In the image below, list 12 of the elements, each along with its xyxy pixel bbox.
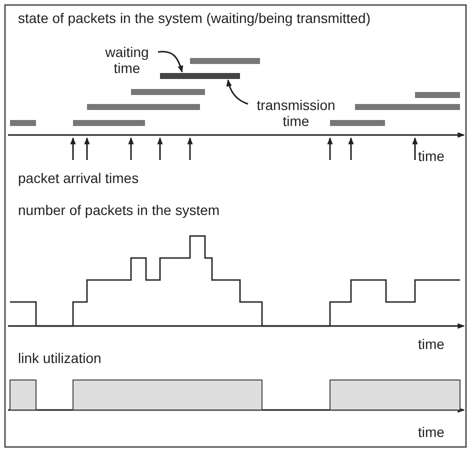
panel-heading: state of packets in the system (waiting/being transmitted): [18, 10, 370, 26]
callout-label: transmission time: [250, 97, 342, 129]
axis-label: packet arrival times: [18, 170, 139, 186]
callout-label: waiting time: [96, 44, 158, 76]
leader-arrow: [226, 79, 248, 105]
packet-bar: [160, 73, 240, 79]
axis-label: time: [418, 148, 444, 164]
panel-heading: link utilization: [18, 350, 102, 366]
axis-label: time: [418, 336, 444, 352]
panel-heading: number of packets in the system: [18, 202, 220, 218]
axis-label: time: [418, 424, 444, 440]
leader-arrow: [158, 50, 184, 73]
